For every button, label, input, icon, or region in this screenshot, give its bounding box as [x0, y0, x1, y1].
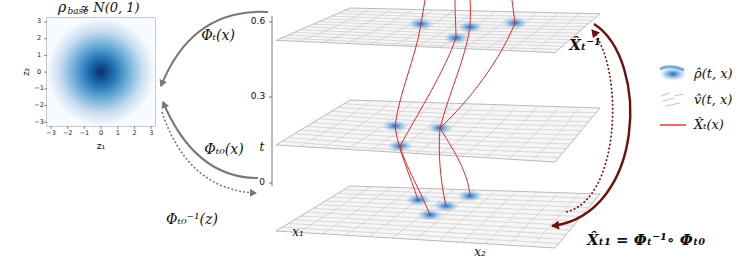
- math-label: Φₜ(x): [201, 28, 235, 43]
- tick-label: −2: [63, 130, 73, 137]
- math-label: 0: [259, 178, 265, 188]
- math-label: x₁: [292, 226, 304, 239]
- math-label: X̂ₜ⁻¹: [569, 37, 601, 54]
- legend-text: ρ̂(t, x): [694, 67, 733, 81]
- legend-text: X̂ₜ(x): [694, 118, 724, 132]
- tick-label: −3: [34, 119, 44, 126]
- math-label: 0.3: [251, 92, 265, 102]
- tick-label: 3: [149, 130, 153, 137]
- tick-label: 0: [99, 130, 103, 137]
- math-label: X̂ₜ₁ = Φₜ⁻¹∘ Φₜ₀: [587, 232, 705, 249]
- tick-label: −1: [80, 130, 90, 137]
- tick-label: −3: [46, 130, 56, 137]
- math-label: x₂: [474, 246, 486, 259]
- tick-label: −1: [34, 85, 44, 92]
- tick-label: 1: [37, 52, 41, 59]
- math-label: t: [260, 141, 265, 154]
- tick-label: 1: [116, 130, 120, 137]
- math-label: 0.6: [251, 17, 265, 27]
- math-label: z₂: [22, 68, 32, 76]
- legend-text: v̂(t, x): [694, 93, 732, 107]
- math-label: Φₜ₀⁻¹(z): [166, 212, 218, 227]
- base-density-label: ∝ N(0, 1): [80, 1, 139, 15]
- tick-label: 0: [37, 69, 41, 76]
- tick-label: 2: [132, 130, 136, 137]
- math-label: z₁: [97, 142, 105, 152]
- math-label: Φₜ₀(x): [204, 142, 243, 157]
- tick-label: 3: [37, 18, 41, 25]
- base-density-label: ρ: [58, 0, 66, 15]
- tick-label: −2: [34, 102, 44, 109]
- tick-label: 2: [37, 35, 41, 42]
